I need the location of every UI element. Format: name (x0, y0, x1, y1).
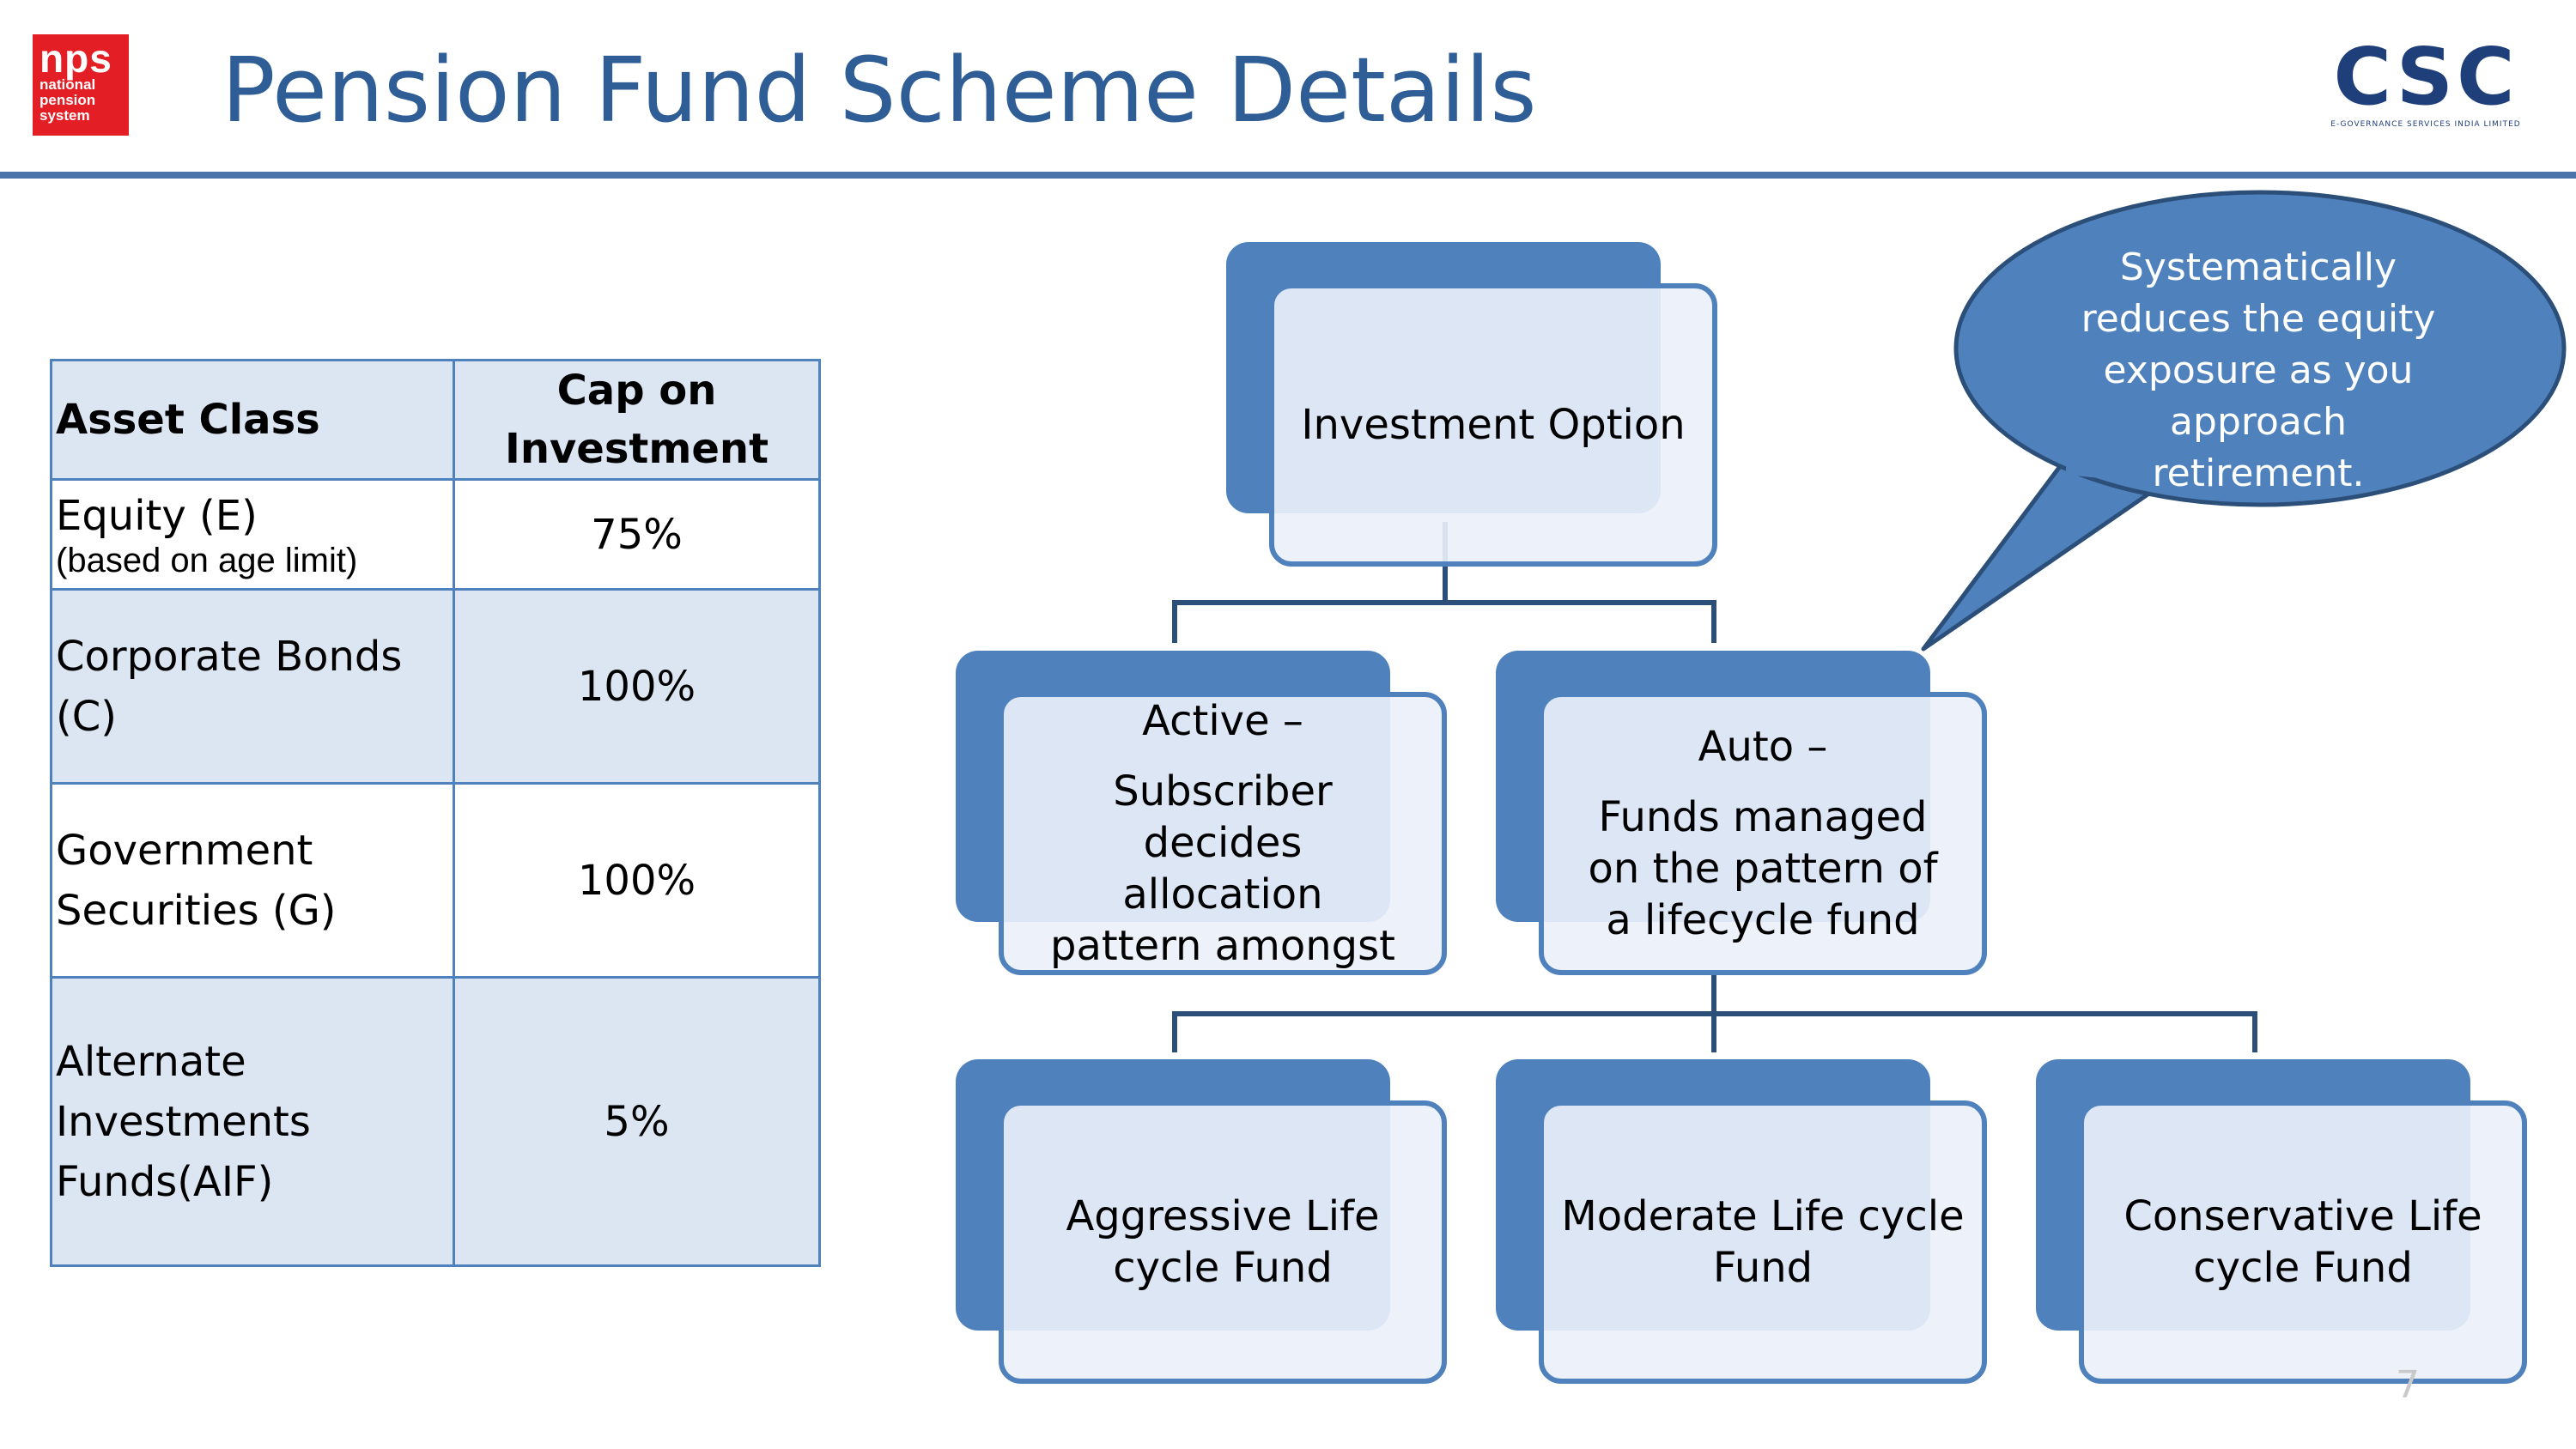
connector-to-aggressive (1172, 1011, 1177, 1052)
page-number: 7 (2396, 1363, 2420, 1407)
aggressive-fund-node: Aggressive Life cycle Fund (999, 1100, 1447, 1384)
auto-node-desc: Funds managed on the pattern of a lifecy… (1588, 793, 1938, 944)
root-node-label: Investment Option (1301, 401, 1686, 449)
cell-cap: 75% (453, 478, 821, 591)
auto-node: Auto – Funds managed on the pattern of a… (1539, 692, 1987, 975)
nps-logo-line1: national (39, 76, 96, 93)
nps-logo-line3: system (39, 107, 90, 124)
asset-name: Equity (E) (56, 491, 258, 540)
header-asset-class: Asset Class (50, 359, 455, 481)
connector-to-active (1172, 600, 1177, 643)
connector-level2-bar (1172, 1011, 2257, 1016)
root-node: Investment Option (1269, 283, 1717, 567)
moderate-fund-node: Moderate Life cycle Fund (1539, 1100, 1987, 1384)
moderate-fund-label: Moderate Life cycle Fund (1561, 1192, 1965, 1292)
callout-ellipse (1953, 190, 2567, 507)
active-node: Active – Subscriber decides allocation p… (999, 692, 1447, 975)
connector-to-conservative (2252, 1011, 2257, 1052)
aggressive-fund-label: Aggressive Life cycle Fund (1066, 1192, 1380, 1292)
csc-logo-subtitle: E-GOVERNANCE SERVICES INDIA LIMITED (2330, 120, 2521, 129)
csc-logo: CSC E-GOVERNANCE SERVICES INDIA LIMITED (2306, 34, 2546, 137)
asset-class-table: Asset Class Cap on Investment Equity (E)… (50, 359, 821, 1267)
cell-asset: Corporate Bonds (C) (50, 588, 455, 785)
callout-seam (2065, 463, 2153, 483)
nps-logo-mark: nps (39, 36, 112, 81)
callout-text: Systematically reduces the equity exposu… (2081, 246, 2436, 495)
table-row: Alternate Investments Funds(AIF) 5% (50, 976, 821, 1267)
table-row: Government Securities (G) 100% (50, 782, 821, 979)
cell-asset: Equity (E) (based on age limit) (50, 478, 455, 591)
conservative-fund-node: Conservative Life cycle Fund (2079, 1100, 2527, 1384)
connector-to-auto (1711, 600, 1716, 643)
header-cap-on-investment: Cap on Investment (453, 359, 821, 481)
csc-logo-mark: CSC (2333, 31, 2518, 123)
cell-asset: Government Securities (G) (50, 782, 455, 979)
active-node-title: Active – (1142, 697, 1303, 745)
page-title: Pension Fund Scheme Details (222, 38, 1537, 142)
asset-note: (based on age limit) (56, 541, 358, 579)
callout-bubble (1921, 190, 2567, 652)
conservative-fund-label: Conservative Life cycle Fund (2123, 1192, 2482, 1292)
header-divider (0, 172, 2576, 179)
cell-asset: Alternate Investments Funds(AIF) (50, 976, 455, 1267)
table-header-row: Asset Class Cap on Investment (50, 359, 821, 481)
connector-level1-bar (1172, 600, 1716, 605)
cell-cap: 100% (453, 782, 821, 979)
table-row: Equity (E) (based on age limit) 75% (50, 478, 821, 591)
nps-logo-line2: pension (39, 92, 96, 108)
nps-logo: nps national pension system (33, 34, 129, 136)
cell-cap: 100% (453, 588, 821, 785)
auto-node-title: Auto – (1698, 723, 1828, 771)
table-row: Corporate Bonds (C) 100% (50, 588, 821, 785)
cell-cap: 5% (453, 976, 821, 1267)
active-node-desc: Subscriber decides allocation pattern am… (1050, 767, 1395, 970)
